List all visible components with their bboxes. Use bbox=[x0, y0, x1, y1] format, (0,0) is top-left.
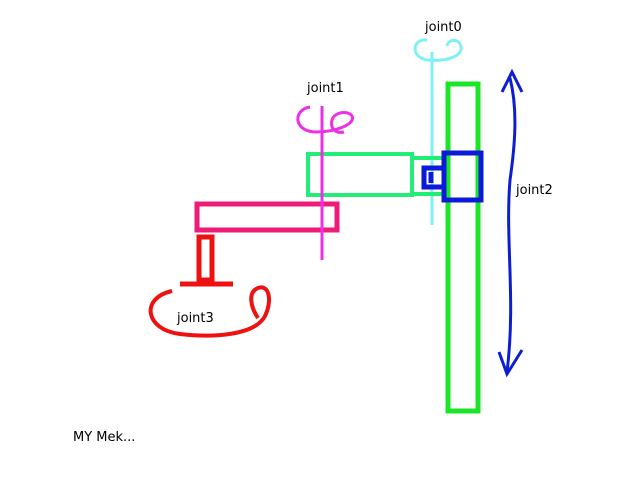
base-block bbox=[441, 150, 484, 203]
joint0-axis bbox=[413, 38, 463, 225]
joint2-arrow bbox=[497, 68, 524, 378]
joint1-label: joint1 bbox=[306, 81, 344, 96]
vertical-column bbox=[445, 81, 481, 414]
caption-text: MY Mek... bbox=[73, 430, 136, 445]
joint0-label: joint0 bbox=[424, 20, 462, 35]
joint1-axis bbox=[296, 105, 354, 260]
end-effector bbox=[180, 234, 233, 287]
base-block-pin bbox=[421, 165, 444, 190]
joint2-label: joint2 bbox=[515, 183, 553, 198]
upper-arm bbox=[306, 152, 414, 197]
joint3-loop bbox=[148, 285, 272, 338]
joint3-label: joint3 bbox=[176, 311, 214, 326]
forearm bbox=[194, 201, 340, 233]
